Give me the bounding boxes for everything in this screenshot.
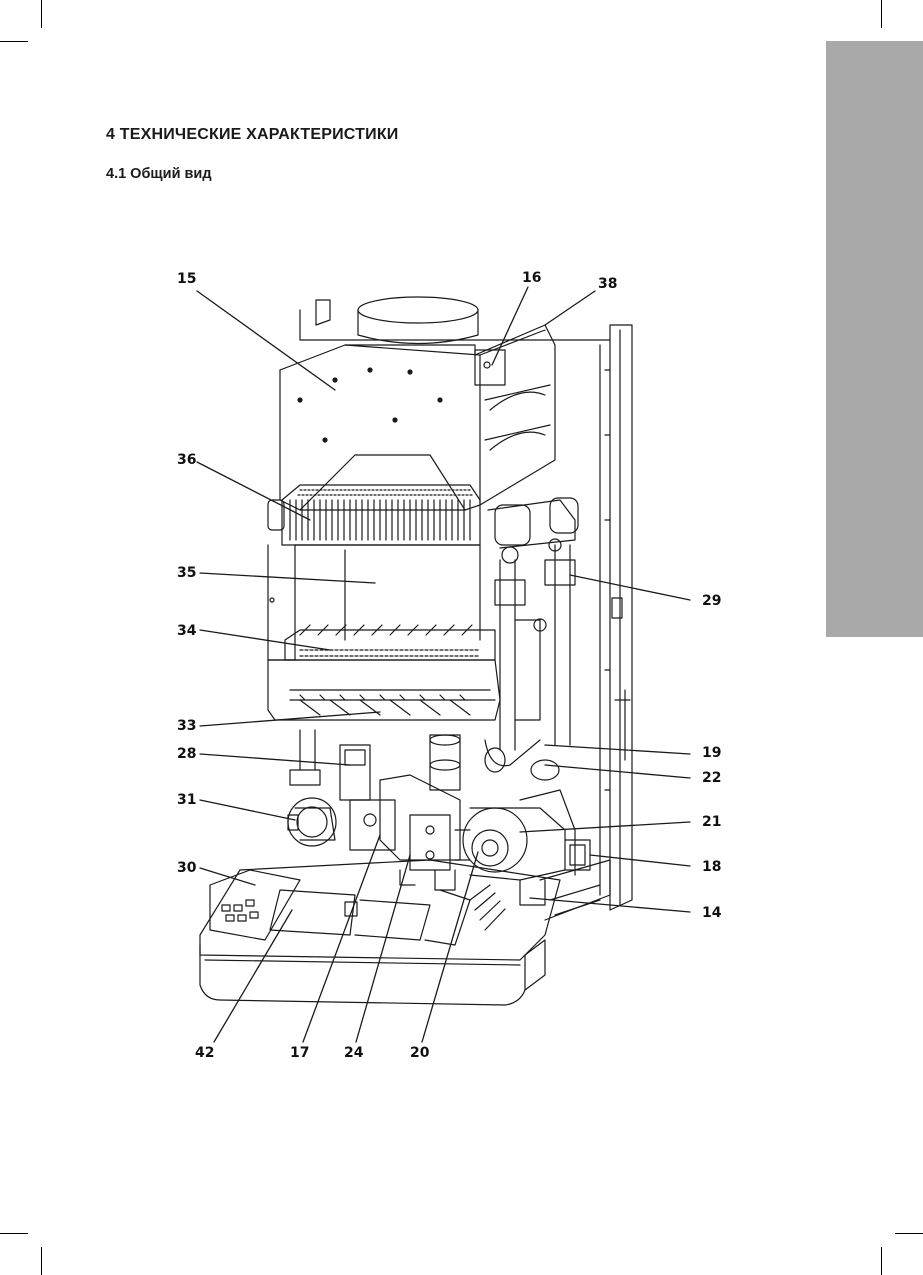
section-subheading: 4.1 Общий вид xyxy=(106,166,212,182)
callout-leaders xyxy=(196,286,691,1043)
circulation-pump xyxy=(409,789,576,881)
callout-29: 29 xyxy=(702,593,722,609)
crop-mark xyxy=(41,0,42,28)
section-heading: 4 ТЕХНИЧЕСКИЕ ХАРАКТЕРИСТИКИ xyxy=(106,126,399,143)
callout-14: 14 xyxy=(702,905,722,921)
crop-mark xyxy=(895,1233,923,1234)
callout-38: 38 xyxy=(598,276,618,292)
callout-24: 24 xyxy=(344,1045,364,1061)
callout-16: 16 xyxy=(522,270,542,286)
burner xyxy=(267,624,501,721)
combustion-chamber xyxy=(267,544,481,661)
callout-31: 31 xyxy=(177,792,197,808)
pressure-gauge xyxy=(287,797,337,847)
control-panel xyxy=(199,859,561,1006)
callout-33: 33 xyxy=(177,718,197,734)
heat-exchanger xyxy=(267,484,579,549)
callout-42: 42 xyxy=(195,1045,215,1061)
callout-18: 18 xyxy=(702,859,722,875)
callout-28: 28 xyxy=(177,746,197,762)
callout-22: 22 xyxy=(702,770,722,786)
callout-21: 21 xyxy=(702,814,722,830)
callout-36: 36 xyxy=(177,452,197,468)
crop-mark xyxy=(0,1233,28,1234)
gas-valve xyxy=(289,729,461,861)
boiler-frame xyxy=(299,299,633,911)
callout-17: 17 xyxy=(290,1045,310,1061)
callout-19: 19 xyxy=(702,745,722,761)
crop-mark xyxy=(881,1247,882,1275)
callout-34: 34 xyxy=(177,623,197,639)
crop-mark xyxy=(881,0,882,28)
callout-20: 20 xyxy=(410,1045,430,1061)
flue-hood xyxy=(279,296,556,511)
callout-30: 30 xyxy=(177,860,197,876)
heating-pipes xyxy=(484,538,576,781)
callout-15: 15 xyxy=(177,271,197,287)
crop-mark xyxy=(0,41,28,42)
section-side-tab xyxy=(826,41,923,637)
hydraulic-group xyxy=(399,839,611,931)
callout-35: 35 xyxy=(177,565,197,581)
crop-mark xyxy=(41,1247,42,1275)
